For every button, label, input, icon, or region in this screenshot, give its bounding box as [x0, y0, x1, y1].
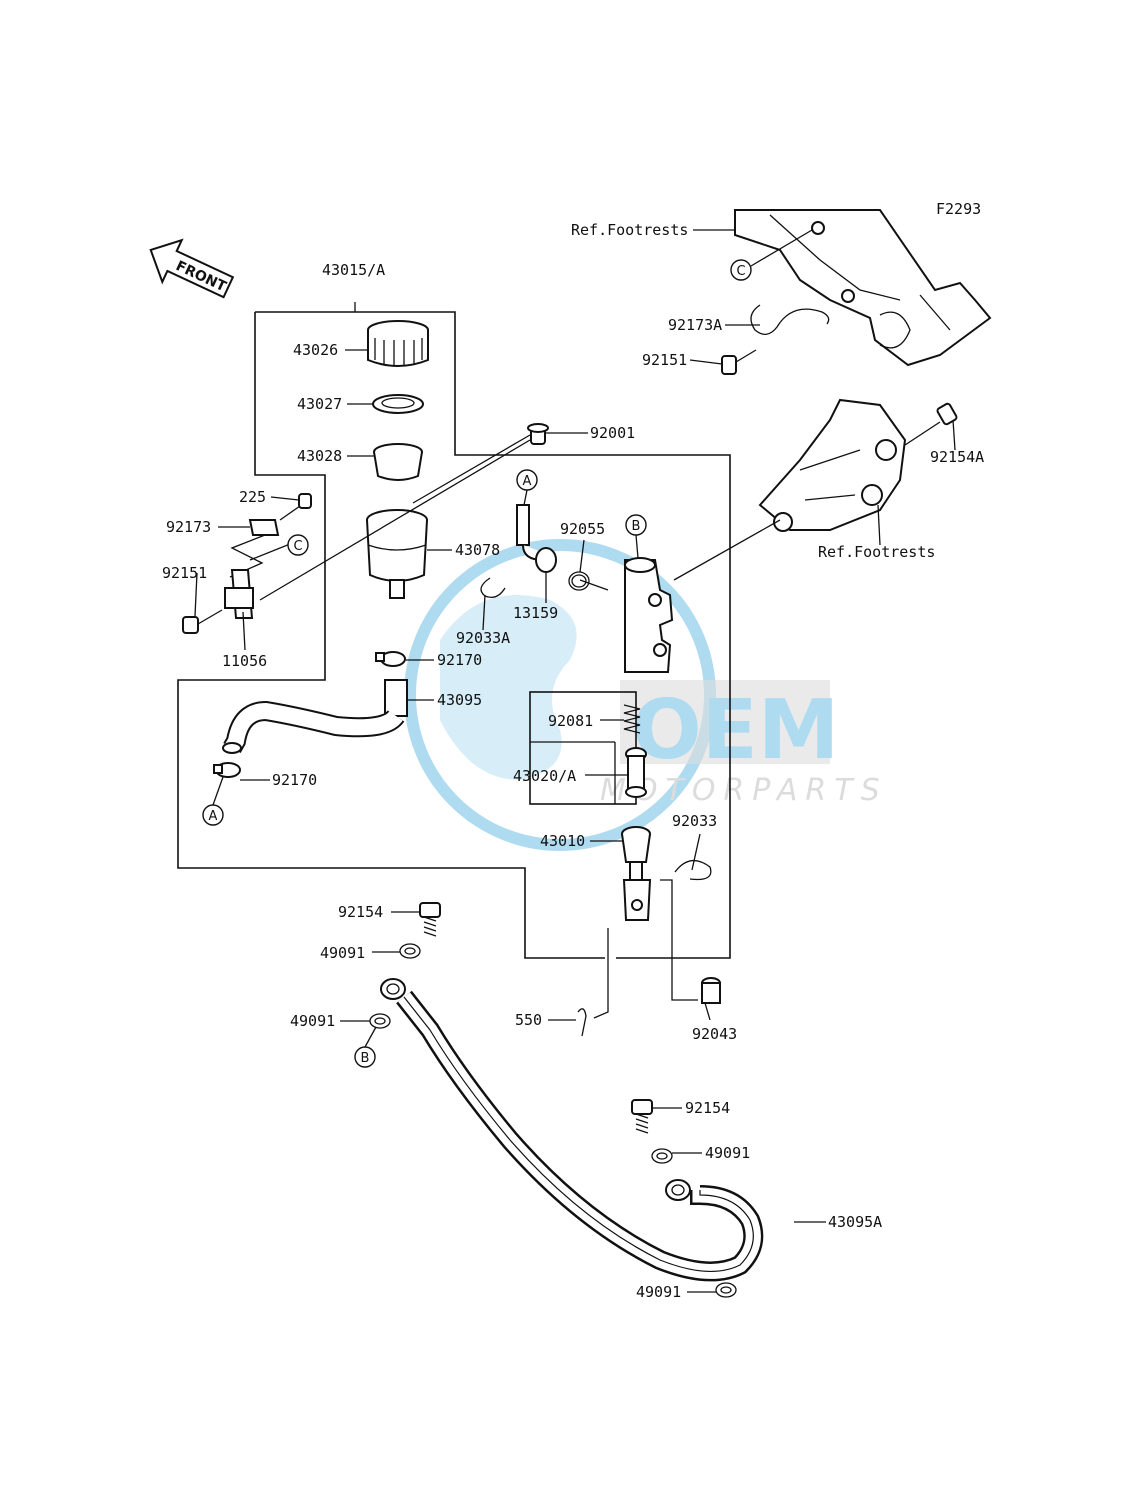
svg-text:B: B: [632, 519, 641, 534]
label-ref-footrests-top: Ref.Footrests: [571, 221, 688, 239]
svg-text:B: B: [361, 1051, 370, 1066]
label-92001: 92001: [590, 424, 635, 442]
master-cylinder-body: [624, 557, 674, 673]
washer-49091-d: [715, 1282, 737, 1298]
label-43015a: 43015/A: [322, 261, 385, 279]
svg-text:A: A: [523, 474, 532, 489]
diaphragm-43028: [373, 443, 423, 481]
label-43026: 43026: [293, 341, 338, 359]
watermark-brand: OEM: [632, 683, 839, 778]
o-ring-92055: [568, 571, 590, 591]
label-43010: 43010: [540, 832, 585, 850]
diaphragm-plate-43027: [372, 394, 424, 414]
svg-text:C: C: [293, 539, 302, 554]
marker-b-top: B: [625, 514, 647, 559]
label-43027: 43027: [297, 395, 342, 413]
diagram-code: F2293: [936, 200, 981, 218]
label-92081: 92081: [548, 712, 593, 730]
washer-49091-a: [399, 943, 421, 959]
bolt-225: [279, 493, 312, 521]
label-49091-c: 49091: [705, 1144, 750, 1162]
label-92173: 92173: [166, 518, 211, 536]
marker-a-top: A: [516, 469, 538, 506]
label-43095a: 43095A: [828, 1213, 882, 1231]
label-92170-top: 92170: [437, 651, 482, 669]
label-92151-top: 92151: [642, 351, 687, 369]
label-92173a: 92173A: [668, 316, 722, 334]
label-92043: 92043: [692, 1025, 737, 1043]
marker-c-top: C: [730, 229, 813, 281]
assembly-outline: [177, 302, 731, 959]
footrest-bracket-mid: [758, 398, 907, 532]
label-49091-a: 49091: [320, 944, 365, 962]
label-92055: 92055: [560, 520, 605, 538]
spring-92081: [623, 704, 641, 734]
banjo-fitting-lower: [665, 1179, 691, 1201]
hose-clamp-92170-bottom: [213, 762, 241, 778]
cotter-pin-550: [577, 1008, 587, 1037]
reservoir-43078: [366, 509, 428, 599]
push-rod-43010: [621, 826, 652, 921]
label-92033: 92033: [672, 812, 717, 830]
label-11056: 11056: [222, 652, 267, 670]
marker-b-bottom: B: [354, 1026, 377, 1068]
hose-clamp-92170-top: [375, 651, 406, 667]
label-92170-bottom: 92170: [272, 771, 317, 789]
inlet-fitting: [516, 504, 546, 562]
bracket-11056: [224, 569, 254, 619]
watermark: OEM MOTORPARTS: [404, 539, 880, 851]
piston-43020a: [625, 747, 647, 798]
label-43078: 43078: [455, 541, 500, 559]
svg-text:A: A: [209, 809, 218, 824]
bolt-92154a: [904, 402, 958, 446]
banjo-bolt-92154-top: [419, 902, 441, 937]
bolt-92001: [527, 423, 549, 445]
label-ref-footrests-mid: Ref.Footrests: [818, 543, 935, 561]
marker-a-bottom: A: [202, 776, 224, 826]
label-43095: 43095: [437, 691, 482, 709]
label-92154-bottom: 92154: [685, 1099, 730, 1117]
label-225: 225: [239, 488, 266, 506]
circlip-92033a: [480, 577, 506, 599]
screw-92151-top: [721, 349, 757, 375]
marker-c-left: C: [287, 534, 309, 556]
label-13159: 13159: [513, 604, 558, 622]
banjo-bolt-92154-bottom: [631, 1099, 653, 1134]
clevis-pin-92043: [701, 977, 721, 1004]
label-550: 550: [515, 1011, 542, 1029]
banjo-fitting-upper: [380, 978, 406, 1000]
label-92154a: 92154A: [930, 448, 984, 466]
reservoir-hose-43095: [222, 679, 408, 754]
spring-clip-92173a: [750, 304, 830, 335]
seal-13159: [535, 547, 557, 573]
label-43020a: 43020/A: [513, 767, 576, 785]
svg-text:C: C: [736, 264, 745, 279]
circlip-92033: [674, 860, 712, 881]
label-92154-top: 92154: [338, 903, 383, 921]
label-92033a: 92033A: [456, 629, 510, 647]
washer-49091-c: [651, 1148, 673, 1164]
footrest-frame-top: [734, 209, 992, 367]
label-49091-b: 49091: [290, 1012, 335, 1030]
brake-hose-43095a: [396, 990, 764, 1282]
washer-49091-b: [369, 1013, 391, 1029]
part-labels: 43015/A 43026 43027 43028 92001 225 9217…: [162, 221, 984, 1301]
label-43028: 43028: [297, 447, 342, 465]
front-arrow-icon: FRONT: [149, 238, 235, 299]
screw-92151-left: [182, 609, 223, 634]
label-49091-d: 49091: [636, 1283, 681, 1301]
label-92151-left: 92151: [162, 564, 207, 582]
reservoir-cap-43026: [367, 320, 429, 367]
leader-lines: [194, 229, 956, 1293]
